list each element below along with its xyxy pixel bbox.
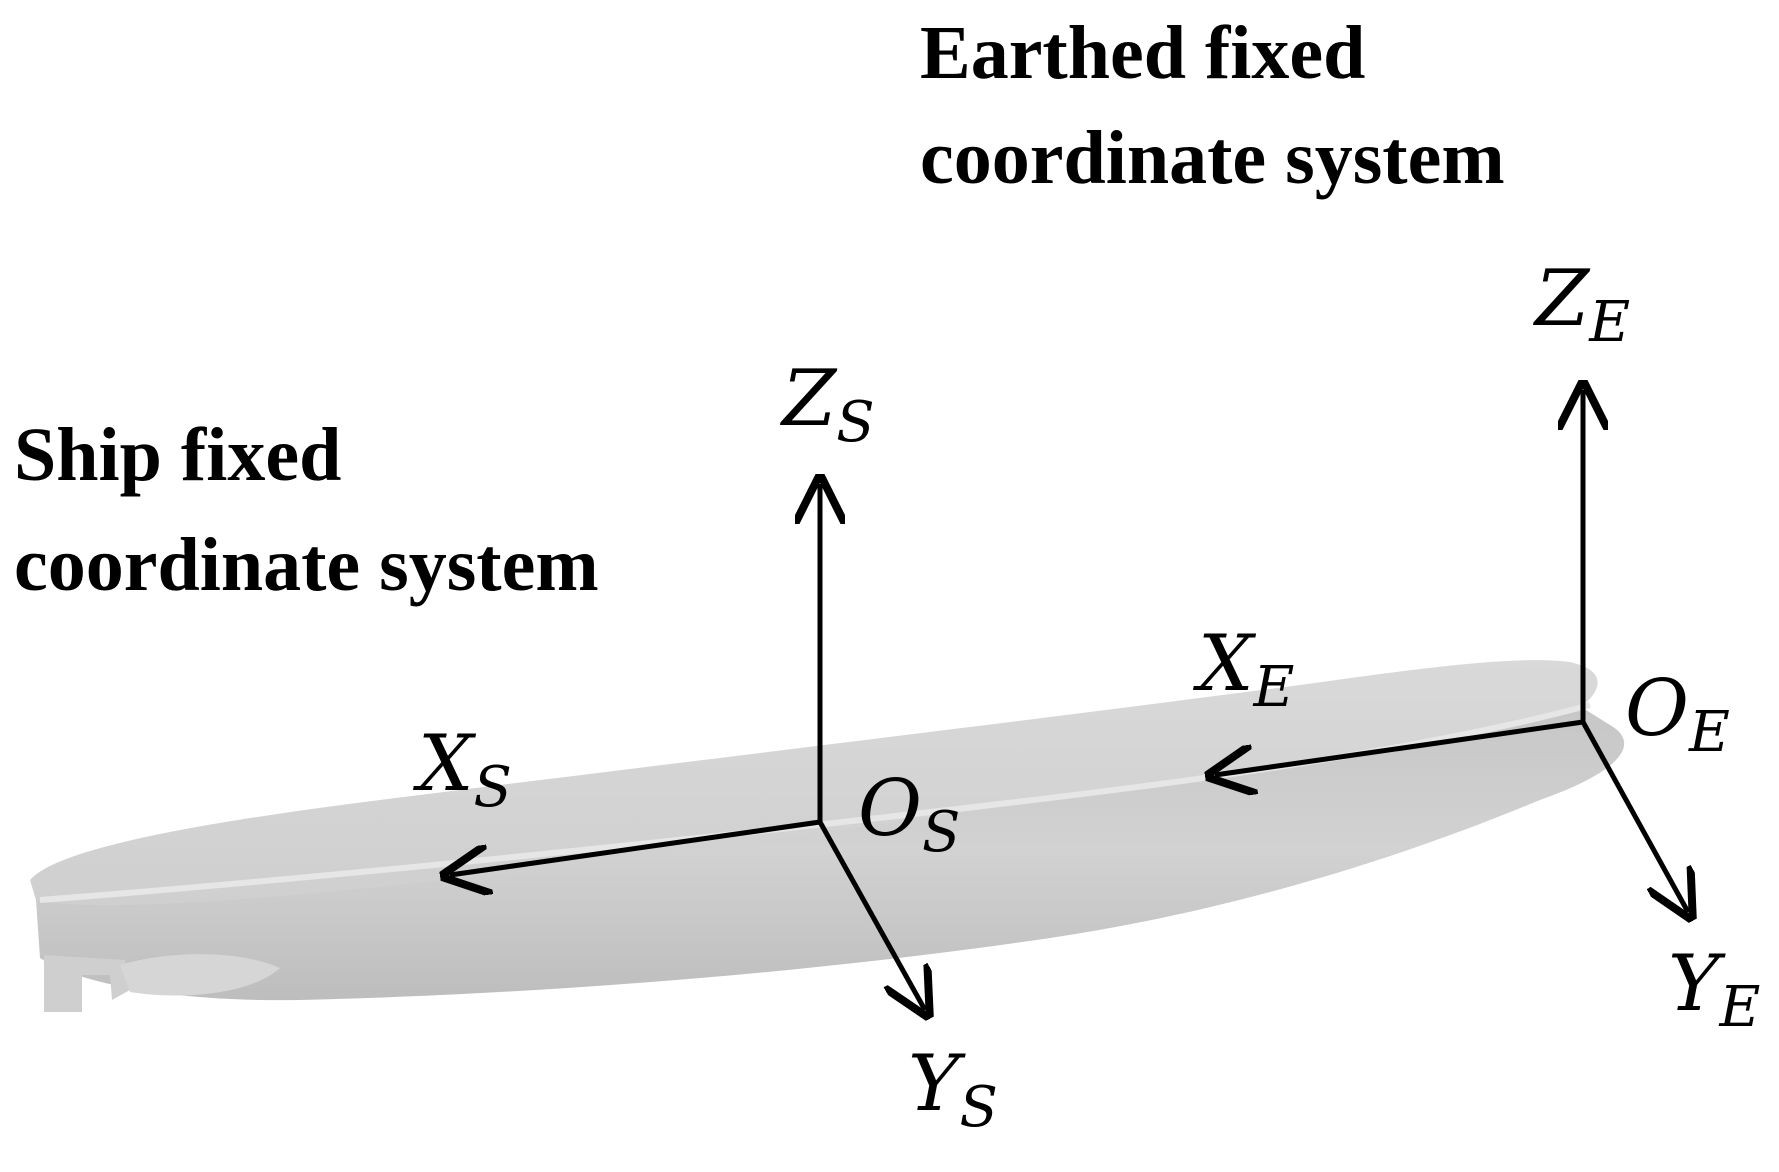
earth-axes	[1215, 390, 1688, 912]
ship-y-label: YS	[908, 1039, 998, 1140]
earth-x-label: XE	[1192, 619, 1294, 720]
ship-z-label: ZS	[779, 354, 875, 455]
ship-x-label: XS	[412, 719, 512, 820]
stern-bulb	[120, 954, 280, 996]
ship-x-axis	[450, 819, 821, 875]
ship-origin-label: OS	[858, 764, 960, 865]
earth-origin-label: OE	[1625, 664, 1730, 765]
earth-z-label: ZE	[1532, 254, 1630, 355]
ship-title-line2: coordinate system	[14, 523, 599, 607]
ship-y-axis	[817, 820, 925, 1010]
hull-deck	[30, 660, 1598, 906]
earth-title-line2: coordinate system	[920, 116, 1505, 200]
ship-axes	[450, 484, 925, 1010]
ship-title-line1: Ship fixed	[14, 413, 341, 497]
earth-title-line1: Earthed fixed	[920, 11, 1365, 95]
earth-x-axis	[1215, 719, 1584, 775]
hull-sheer-line	[39, 702, 1591, 903]
earth-y-label: YE	[1668, 939, 1760, 1040]
earth-y-axis	[1580, 720, 1688, 912]
stern-appendage	[44, 955, 130, 1012]
